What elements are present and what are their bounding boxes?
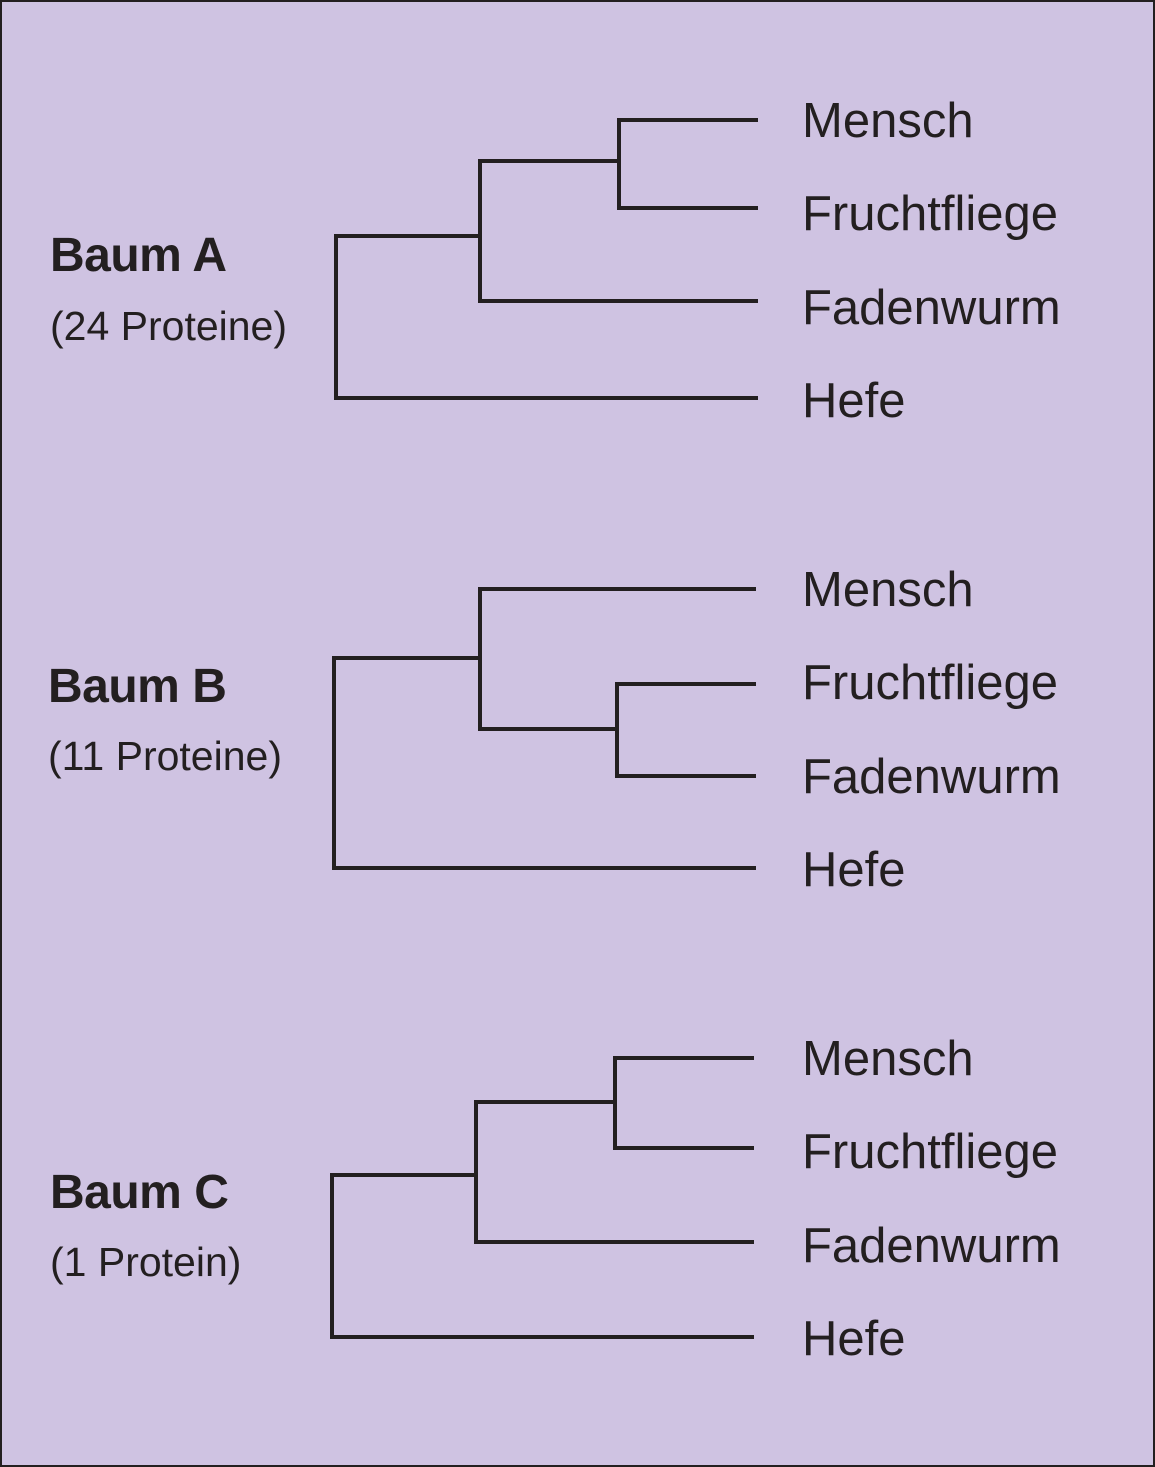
leaf-label: Hefe: [802, 374, 906, 428]
branch-inner: [478, 159, 758, 303]
leaf-label: Mensch: [802, 1032, 974, 1086]
branch-root: [334, 234, 758, 400]
leaf-label: Hefe: [802, 1312, 906, 1366]
branch-pair: [617, 118, 758, 210]
leaf-label: Mensch: [802, 563, 974, 617]
leaf-label: Fruchtfliege: [802, 187, 1059, 241]
leaf-label: Fadenwurm: [802, 1219, 1061, 1273]
leaf-label: Fruchtfliege: [802, 656, 1059, 710]
leaf-label: Fruchtfliege: [802, 1125, 1059, 1179]
tree-subtitle: (24 Proteine): [50, 303, 288, 349]
tree-subtitle: (1 Protein): [50, 1239, 242, 1285]
leaf-label: Hefe: [802, 843, 906, 897]
leaf-label: Fadenwurm: [802, 750, 1061, 804]
branch-root: [332, 656, 756, 870]
tree-title: Baum A: [50, 229, 227, 282]
tree-title: Baum C: [50, 1166, 229, 1219]
branch-pair: [615, 682, 756, 778]
branch-pair: [613, 1056, 754, 1150]
tree-subtitle: (11 Proteine): [48, 733, 282, 779]
tree-title: Baum B: [48, 660, 227, 713]
branch-inner: [474, 1100, 754, 1244]
branch-inner: [478, 587, 619, 731]
leaf-label: Mensch: [802, 94, 974, 148]
leaf-label: Fadenwurm: [802, 281, 1061, 335]
branch-root: [330, 1173, 754, 1339]
